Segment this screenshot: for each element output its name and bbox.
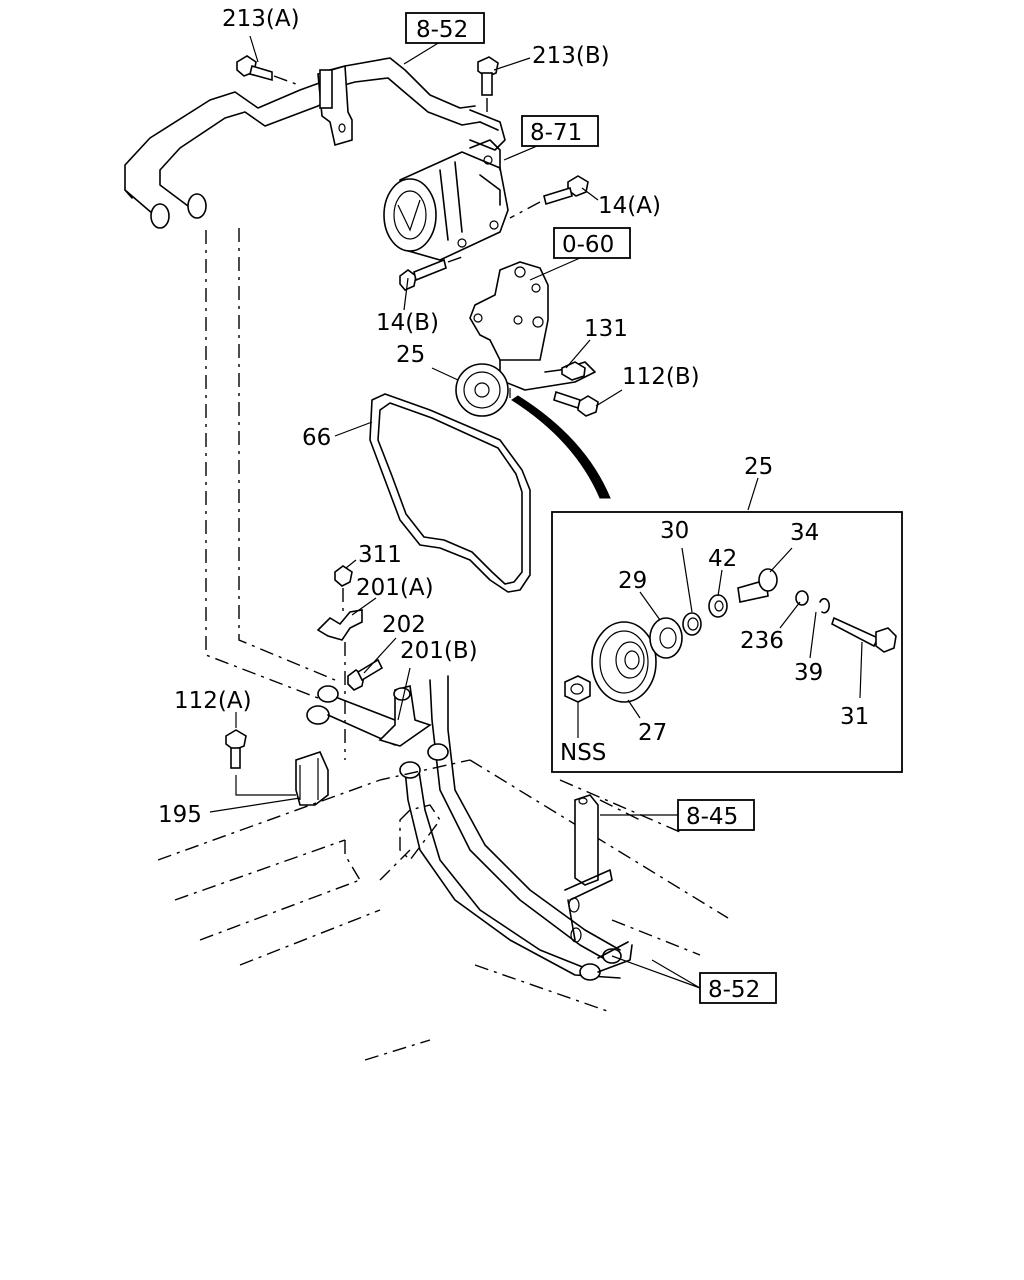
- pulley-27-icon: [591, 621, 657, 703]
- label-195: 195: [158, 802, 202, 828]
- ref-060[interactable]: 0-60: [562, 232, 614, 258]
- bolt-14a-icon: [509, 175, 589, 219]
- label-201b: 201(B): [400, 638, 478, 664]
- bolt-31-icon: [831, 616, 897, 653]
- detail-callout-arrow: [511, 395, 611, 499]
- chassis-frame: [157, 759, 729, 1061]
- leader-lines: [209, 35, 863, 989]
- bolt-112a-icon: [225, 729, 247, 769]
- lower-clamp-assembly: [225, 565, 633, 981]
- label-nss: NSS: [560, 740, 606, 766]
- ref-871[interactable]: 8-71: [530, 120, 582, 146]
- compressor-icon: [383, 139, 589, 291]
- label-34: 34: [790, 520, 819, 546]
- label-201a: 201(A): [356, 575, 434, 601]
- label-39: 39: [794, 660, 823, 686]
- drive-belt-icon: [369, 393, 531, 593]
- label-29: 29: [618, 568, 647, 594]
- label-25-detail: 25: [744, 454, 773, 480]
- nut-nss-icon: [564, 675, 591, 703]
- washer-42-icon: [708, 594, 728, 618]
- nut-311-icon: [334, 565, 353, 587]
- clamp-201a-icon: [316, 609, 363, 641]
- ref-852-top[interactable]: 8-52: [416, 17, 468, 43]
- bolt-14b-icon: [399, 255, 466, 291]
- label-236: 236: [740, 628, 784, 654]
- label-131: 131: [584, 316, 628, 342]
- post-845-icon: [574, 794, 599, 886]
- spacer-30-icon: [682, 612, 702, 636]
- ref-box-060: [553, 227, 631, 259]
- ref-box-845: [677, 799, 755, 831]
- idler-pulley-icon: [455, 363, 509, 417]
- ref-box-852-top: [405, 12, 485, 44]
- top-hose-assembly: [236, 55, 506, 151]
- bolt-213b-icon: [477, 56, 499, 112]
- bearing-29-icon: [649, 617, 683, 659]
- label-213a: 213(A): [222, 6, 300, 32]
- label-202: 202: [382, 612, 426, 638]
- label-213b: 213(B): [532, 43, 610, 69]
- label-31: 31: [840, 704, 869, 730]
- ref-845[interactable]: 8-45: [686, 804, 738, 830]
- ref-852-bottom[interactable]: 8-52: [708, 977, 760, 1003]
- label-42: 42: [708, 546, 737, 572]
- label-25: 25: [396, 342, 425, 368]
- pulley-detail-parts: [564, 568, 897, 703]
- bolt-112b-icon: [553, 390, 599, 417]
- label-14b: 14(B): [376, 310, 439, 336]
- ref-box-852-bottom: [699, 972, 777, 1004]
- bolt-202-icon: [347, 658, 384, 691]
- label-311: 311: [358, 542, 402, 568]
- label-14a: 14(A): [598, 193, 661, 219]
- mounting-bracket-icon: [469, 261, 599, 417]
- ac-pipe-assembly: [124, 81, 401, 746]
- bracket-195-icon: [295, 751, 329, 806]
- label-27: 27: [638, 720, 667, 746]
- label-112a: 112(A): [174, 688, 252, 714]
- label-66: 66: [302, 425, 331, 451]
- bolt-213a-icon: [236, 55, 297, 85]
- clip-39-icon: [819, 597, 830, 614]
- ref-box-871: [521, 115, 599, 147]
- label-112b: 112(B): [622, 364, 700, 390]
- shaft-34-icon: [737, 568, 778, 603]
- bracket-201b-icon: [378, 684, 432, 747]
- washer-236-icon: [795, 590, 809, 606]
- label-30: 30: [660, 518, 689, 544]
